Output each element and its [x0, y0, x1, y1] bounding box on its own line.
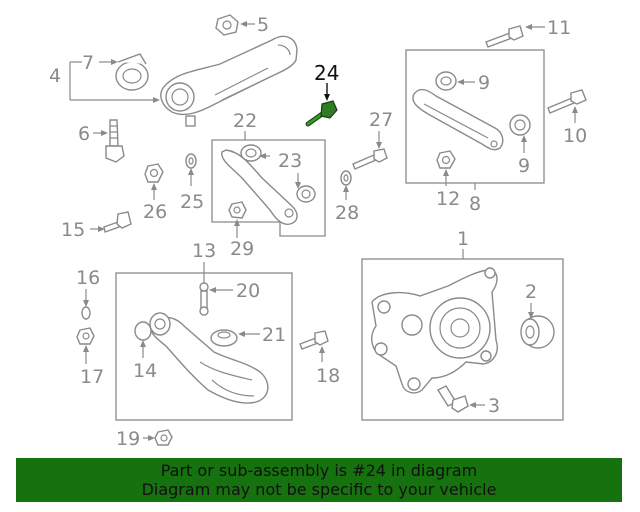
- nut-26: [144, 163, 164, 183]
- callout-7: 7: [82, 52, 94, 74]
- callout-8: 8: [469, 193, 481, 215]
- lateral-link-22: [221, 144, 316, 225]
- callout-20: 20: [236, 280, 260, 302]
- callout-29: 29: [230, 238, 254, 260]
- lower-arm-13: [134, 312, 269, 404]
- callout-26: 26: [143, 201, 167, 223]
- parts-diagram: 4 7 5 6 26 25 15 24 22 23 29 27 28 11 9 …: [49, 14, 587, 450]
- bushing-9-upper: [435, 71, 457, 91]
- callout-17: 17: [80, 366, 104, 388]
- banner-line-2: Diagram may not be specific to your vehi…: [141, 480, 497, 499]
- callout-2: 2: [525, 281, 537, 303]
- callout-25: 25: [180, 191, 204, 213]
- callout-5: 5: [257, 14, 269, 36]
- callout-10: 10: [563, 125, 587, 147]
- upper-link-8: [412, 88, 504, 151]
- washer-16: [81, 306, 91, 320]
- nut-5: [215, 14, 239, 36]
- callout-23: 23: [278, 150, 302, 172]
- callout-21: 21: [262, 324, 286, 346]
- callout-24: 24: [314, 61, 339, 85]
- callout-16: 16: [76, 267, 100, 289]
- callout-6: 6: [78, 123, 90, 145]
- callout-22: 22: [233, 110, 257, 132]
- nut-17: [76, 327, 95, 345]
- group-box-22: [211, 139, 326, 237]
- callout-13: 13: [192, 240, 216, 262]
- washer-25: [185, 153, 197, 169]
- callout-19: 19: [116, 428, 140, 450]
- bolt-18: [299, 330, 329, 350]
- callout-11: 11: [547, 17, 571, 39]
- stabilizer-link-20: [199, 282, 209, 316]
- bolt-11: [485, 25, 524, 48]
- callout-15: 15: [61, 219, 85, 241]
- banner-line-1: Part or sub-assembly is #24 in diagram: [160, 461, 478, 480]
- callout-18: 18: [316, 365, 340, 387]
- nut-29: [228, 201, 247, 219]
- callout-28: 28: [335, 202, 359, 224]
- callout-27: 27: [369, 109, 393, 131]
- bushing-7: [115, 53, 149, 91]
- callout-9-upper: 9: [478, 72, 490, 94]
- bolt-3: [436, 385, 469, 413]
- callout-3: 3: [488, 395, 500, 417]
- callout-9-lower: 9: [518, 155, 530, 177]
- trailing-arm-4: [160, 35, 298, 127]
- washer-28: [340, 170, 352, 186]
- nut-12: [436, 150, 456, 169]
- info-banner: Part or sub-assembly is #24 in diagram D…: [16, 458, 622, 502]
- callout-4: 4: [49, 65, 61, 87]
- knuckle-1: [371, 267, 498, 394]
- spring-seat-21: [210, 329, 238, 347]
- bolt-24-highlighted: [305, 100, 338, 127]
- bolt-15: [103, 211, 132, 233]
- leader-lines: [69, 21, 578, 441]
- bushing-9-lower: [509, 114, 531, 136]
- nut-19: [154, 429, 173, 446]
- bolt-27: [352, 148, 388, 170]
- bolt-6: [105, 119, 125, 163]
- bushing-2: [520, 315, 555, 349]
- callout-12: 12: [436, 188, 460, 210]
- callout-1: 1: [457, 228, 469, 250]
- callout-14: 14: [133, 360, 157, 382]
- bolt-10: [547, 89, 587, 114]
